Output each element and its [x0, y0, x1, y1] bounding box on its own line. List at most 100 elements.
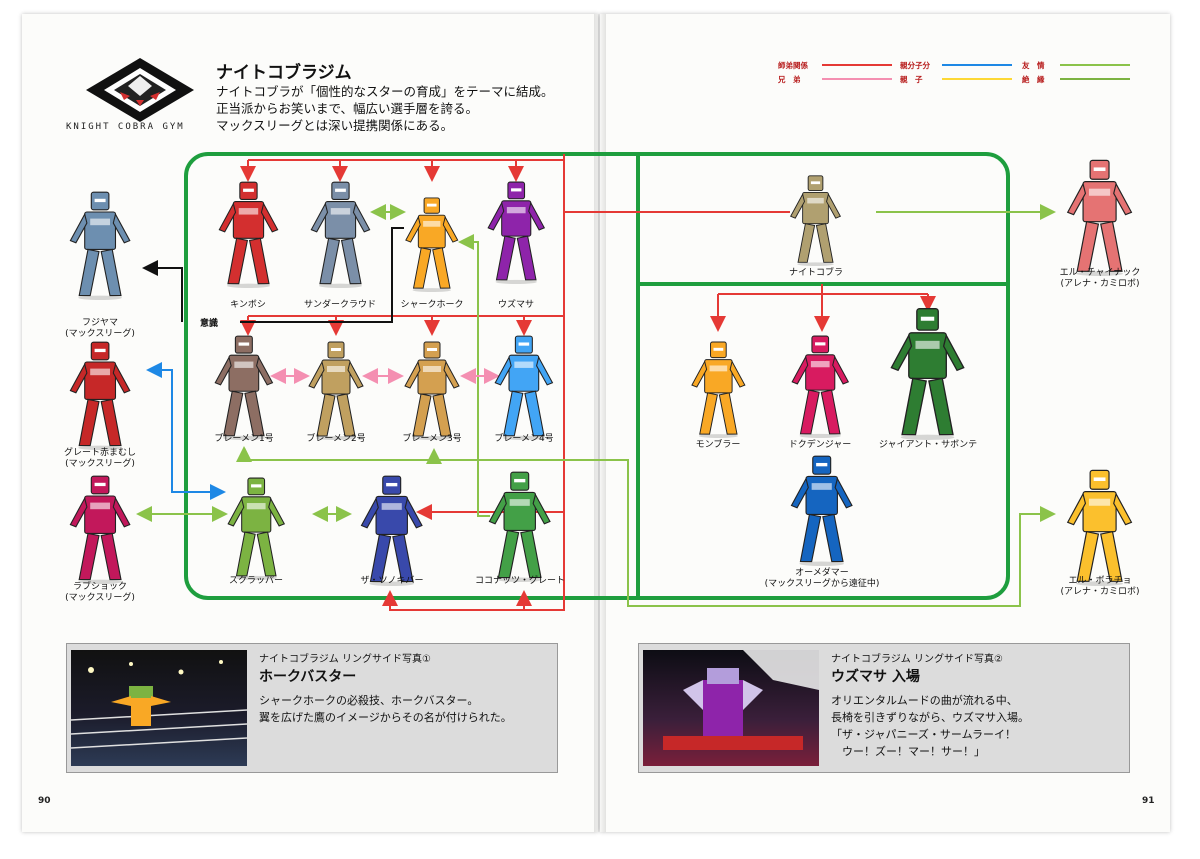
intro-line: 正当派からお笑いまで、幅広い選手層を誇る。 — [216, 101, 479, 116]
caption-line: 「ザ・ジャパニーズ・サームラーイ！ — [831, 728, 1017, 741]
figure-label-el-chainack: エル・チャイナック(アレナ・カミロボ) — [1030, 268, 1170, 290]
figure-label-bremen2: ブレーメン2号 — [266, 434, 406, 445]
caption-line: ウー！ズー！マー！サー！」 — [831, 745, 985, 758]
legend-label: 絶 縁 — [1022, 75, 1045, 84]
character-affiliation: (マックスリーグから遠征中) — [764, 579, 880, 589]
figure-label-love-shock: ラブショック(マックスリーグ) — [30, 582, 170, 604]
figure-label-giant-saboten: ジャイアント・サボンテ — [858, 440, 998, 451]
figure-label-bremen4: ブレーメン4号 — [454, 434, 594, 445]
figure-giant-saboten — [886, 306, 969, 440]
character-name: ザ・ツノキバー — [360, 576, 424, 586]
caption-line: 長椅を引きずりながら、ウズマサ入場。 — [831, 711, 1029, 724]
character-affiliation: (アレナ・カミロボ) — [1060, 279, 1140, 289]
legend-label: 師弟関係 — [778, 61, 808, 70]
character-name: ジャイアント・サボンテ — [878, 440, 978, 450]
figure-bremen2 — [305, 340, 367, 440]
figure-knight-cobra — [787, 174, 844, 266]
page-number-right: 91 — [1142, 796, 1155, 806]
figure-coconut-great — [485, 470, 554, 582]
figure-love-shock — [66, 474, 134, 584]
figure-el-chainack — [1063, 158, 1136, 276]
ringside-caption-2: ナイトコブラジム リングサイド写真② ウズマサ 入場 オリエンタルムードの曲が流… — [638, 643, 1130, 773]
figure-label-kinboshi: キンボシ — [178, 300, 318, 311]
figure-shark-hawk — [402, 196, 462, 292]
ringside-caption-1: ナイトコブラジム リングサイド写真① ホークバスター シャークホークの必殺技、ホ… — [66, 643, 558, 773]
figure-label-the-tsunokiber: ザ・ツノキバー — [322, 576, 462, 587]
legend-label: 親 子 — [900, 75, 923, 84]
character-name: ブレーメン2号 — [306, 434, 366, 444]
awareness-label: 意識 — [200, 319, 219, 329]
figure-label-shark-hawk: シャークホーク — [362, 300, 502, 311]
figure-omedama — [787, 454, 856, 566]
caption-line: シャークホークの必殺技、ホークバスター。 — [259, 694, 479, 707]
character-affiliation: (マックスリーグ) — [65, 459, 135, 469]
character-name: ココナッツ・グレート — [474, 576, 565, 586]
character-affiliation: (マックスリーグ) — [65, 329, 135, 339]
character-name: ラブショック — [72, 582, 127, 592]
ringside-photo-2 — [643, 650, 819, 766]
figure-thunder-cloud — [307, 180, 374, 288]
figure-great-akamamushi — [66, 340, 134, 450]
intro-line: ナイトコブラが「個性的なスターの育成」をテーマに結成。 — [216, 84, 554, 99]
figure-scrapper — [224, 476, 288, 580]
legend-label: 友 情 — [1022, 61, 1045, 70]
figure-label-bremen1: ブレーメン1号 — [174, 434, 314, 445]
legend-line-mentor — [822, 64, 892, 66]
intro-line: マックスリーグとは深い提携関係にある。 — [216, 118, 454, 133]
character-name: ナイトコブラ — [788, 268, 843, 278]
legend-line-severed — [1060, 78, 1130, 80]
figure-dokudenja — [788, 334, 852, 438]
book-spine — [594, 14, 606, 832]
figure-label-thunder-cloud: サンダークラウド — [270, 300, 410, 311]
caption-subtitle: ナイトコブラジム リングサイド写真② — [831, 654, 1003, 665]
figure-label-fujiyama: フジヤマ(マックスリーグ) — [30, 318, 170, 340]
legend-line-brothers — [822, 78, 892, 80]
character-name: スクラッパー — [228, 576, 283, 586]
caption-body: オリエンタルムードの曲が流れる中、 長椅を引きずりながら、ウズマサ入場。 「ザ・… — [831, 692, 1029, 760]
figure-monbura — [688, 340, 749, 438]
figure-uzumasa — [484, 180, 548, 284]
page-number-left: 90 — [38, 796, 51, 806]
legend-label: 兄 弟 — [778, 75, 801, 84]
character-name: エル・ボラチョ — [1068, 576, 1132, 586]
figure-fujiyama — [66, 190, 134, 300]
character-name: キンボシ — [230, 300, 266, 310]
caption-body: シャークホークの必殺技、ホークバスター。 翼を広げた鷹のイメージからその名が付け… — [259, 692, 512, 726]
legend-label: 親分子分 — [900, 61, 930, 70]
caption-line: オリエンタルムードの曲が流れる中、 — [831, 694, 1018, 707]
figure-label-great-akamamushi: グレート赤まむし(マックスリーグ) — [30, 448, 170, 470]
caption-subtitle: ナイトコブラジム リングサイド写真① — [259, 654, 431, 665]
figure-bremen4 — [491, 334, 557, 440]
figure-label-dokudenja: ドクデンジャー — [750, 440, 890, 451]
character-name: ブレーメン1号 — [214, 434, 274, 444]
legend-line-friendship — [1060, 64, 1130, 66]
ringside-photo-1 — [71, 650, 247, 766]
gym-name-logotype: KNIGHT COBRA GYM — [66, 122, 185, 132]
caption-title: ホークバスター — [259, 669, 357, 685]
caption-title: ウズマサ 入場 — [831, 669, 920, 685]
character-name: グレート赤まむし — [63, 448, 136, 458]
character-name: ウズマサ — [497, 300, 534, 310]
character-name: オーメダマー — [795, 568, 849, 578]
character-affiliation: (アレナ・カミロボ) — [1060, 587, 1140, 597]
figure-label-bremen3: ブレーメン3号 — [362, 434, 502, 445]
figure-the-tsunokiber — [357, 474, 426, 586]
figure-label-scrapper: スクラッパー — [186, 576, 326, 587]
figure-bremen3 — [401, 340, 463, 440]
figure-label-uzumasa: ウズマサ — [446, 300, 586, 311]
character-name: モンブラー — [695, 440, 741, 450]
character-name: サンダークラウド — [303, 300, 376, 310]
figure-el-borracho — [1063, 468, 1136, 586]
legend-line-boss — [942, 64, 1012, 66]
character-name: エル・チャイナック — [1059, 268, 1141, 278]
entrance-photo-illustration — [663, 650, 819, 750]
character-affiliation: (マックスリーグ) — [65, 593, 135, 603]
caption-line: 翼を広げた鷹のイメージからその名が付けられた。 — [259, 711, 512, 724]
ring-photo-illustration — [71, 660, 247, 749]
intro-text: ナイトコブラが「個性的なスターの育成」をテーマに結成。 正当派からお笑いまで、幅… — [216, 83, 554, 134]
character-name: ブレーメン4号 — [494, 434, 554, 444]
figure-label-omedama: オーメダマー(マックスリーグから遠征中) — [752, 568, 892, 590]
figure-label-el-borracho: エル・ボラチョ(アレナ・カミロボ) — [1030, 576, 1170, 598]
character-name: ブレーメン3号 — [402, 434, 462, 444]
character-name: ドクデンジャー — [788, 440, 852, 450]
